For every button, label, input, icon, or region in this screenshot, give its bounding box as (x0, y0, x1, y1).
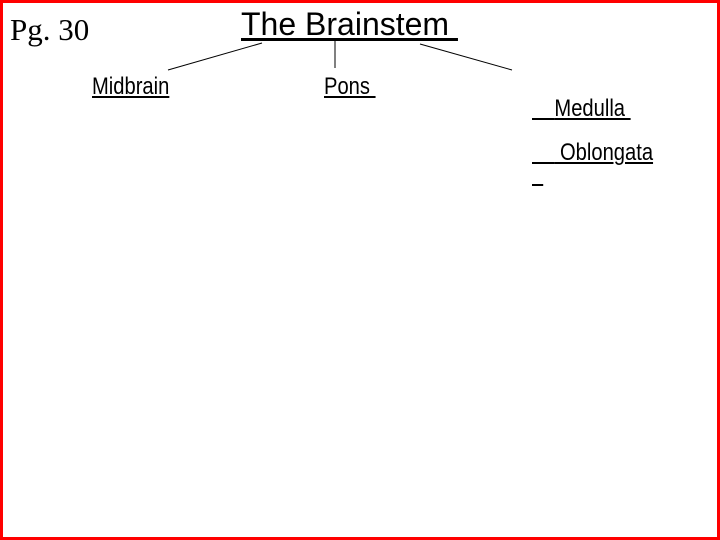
branch-label-medulla: Medulla Oblongata (532, 76, 653, 186)
page-number-label: Pg. 30 (10, 12, 90, 47)
branch-label-medulla-line2: Oblongata (554, 139, 654, 166)
connector-line-medulla (419, 43, 513, 71)
connector-line-midbrain (167, 42, 263, 71)
slide-title: The Brainstem (241, 6, 458, 42)
branch-label-midbrain: Midbrain (92, 73, 170, 100)
branch-label-medulla-line1: Medulla (554, 95, 631, 122)
branch-label-pons: Pons (324, 73, 376, 100)
